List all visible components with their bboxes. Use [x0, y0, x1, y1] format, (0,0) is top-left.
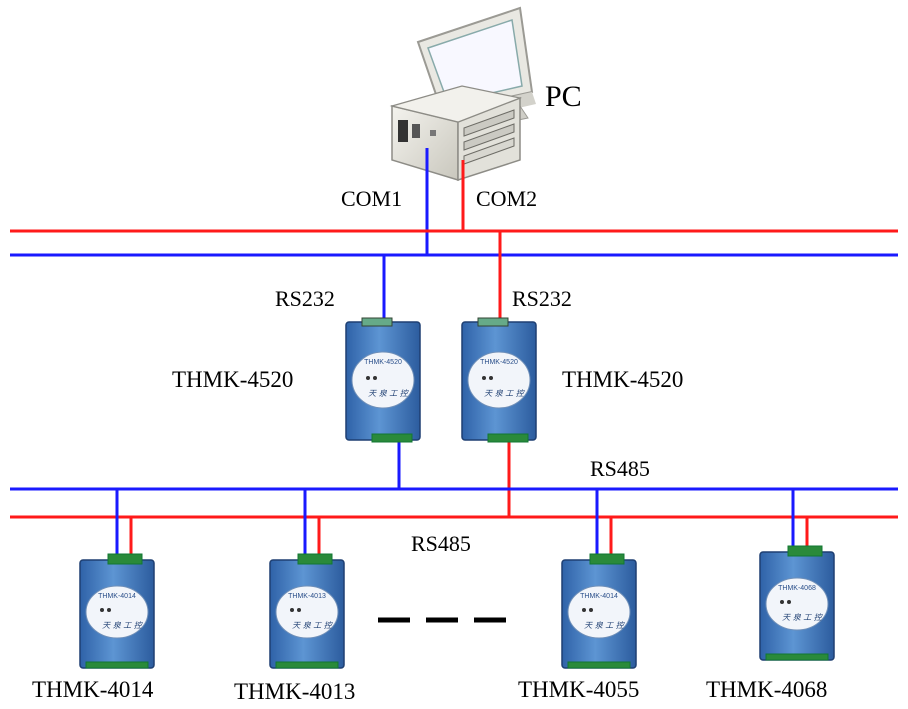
svg-text:天 泉 工 控: 天 泉 工 控 [292, 621, 334, 630]
module-label-4068: THMK-4068 [706, 677, 828, 702]
converter-right-icon: THMK-4520 天 泉 工 控 [461, 317, 537, 443]
converter-right-label: THMK-4520 [562, 367, 684, 392]
svg-text:天 泉 工 控: 天 泉 工 控 [484, 389, 526, 398]
svg-text:THMK-4013: THMK-4013 [288, 593, 326, 600]
pc-label: PC [545, 80, 582, 113]
module-thmk-4014-icon: THMK-4014 天 泉 工 控 [79, 553, 155, 669]
svg-text:天 泉 工 控: 天 泉 工 控 [584, 621, 626, 630]
svg-text:THMK-4014: THMK-4014 [98, 593, 136, 600]
module-thmk-4068-icon: THMK-4068 天 泉 工 控 [759, 545, 835, 661]
svg-text:天 泉 工 控: 天 泉 工 控 [782, 613, 824, 622]
com1-label: COM1 [341, 186, 403, 211]
svg-text:天 泉 工 控: 天 泉 工 控 [368, 389, 410, 398]
module-thmk-4055-icon: THMK-4014 天 泉 工 控 [561, 553, 637, 669]
rs485-upper-label: RS485 [590, 456, 650, 481]
svg-text:天 泉 工 控: 天 泉 工 控 [102, 621, 144, 630]
module-thmk-4013-icon: THMK-4013 天 泉 工 控 [269, 553, 345, 669]
module-drops [115, 489, 809, 560]
rs485-lower-label: RS485 [411, 531, 471, 556]
converter-left-icon: THMK-4520 天 泉 工 控 [345, 317, 421, 443]
svg-text:THMK-4520: THMK-4520 [480, 359, 518, 366]
rs232-right-label: RS232 [512, 286, 572, 311]
module-label-4013: THMK-4013 [234, 679, 356, 704]
svg-text:THMK-4014: THMK-4014 [580, 593, 618, 600]
svg-text:THMK-4520: THMK-4520 [364, 359, 402, 366]
com2-label: COM2 [476, 186, 538, 211]
svg-text:THMK-4068: THMK-4068 [778, 585, 816, 592]
converter-left-label: THMK-4520 [172, 367, 294, 392]
module-label-4055: THMK-4055 [518, 677, 640, 702]
module-label-4014: THMK-4014 [32, 677, 154, 702]
rs232-left-label: RS232 [275, 286, 335, 311]
pc-computer-icon [389, 6, 536, 182]
